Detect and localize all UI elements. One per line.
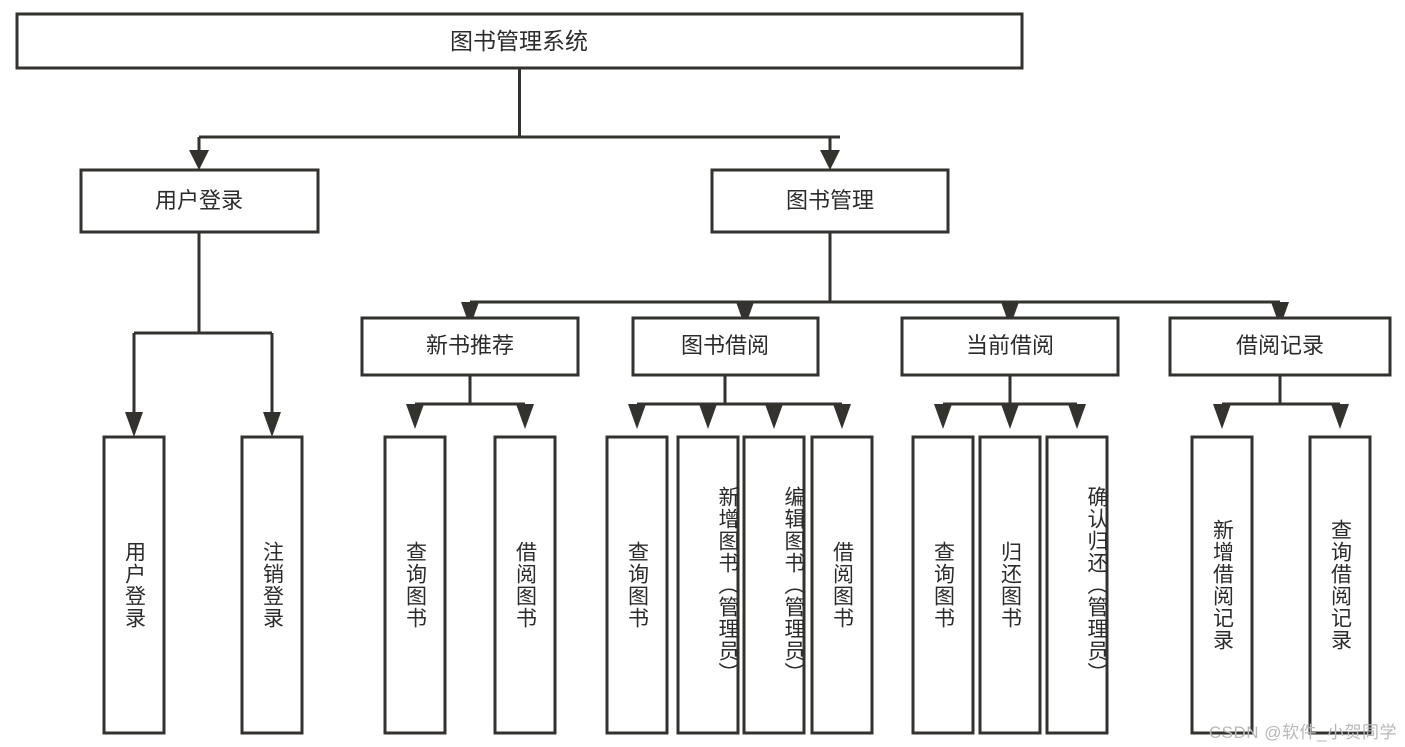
arrow-to-new-book-recommend [461, 302, 479, 327]
node-book-management-label: 图书管理 [786, 188, 874, 213]
node-root-box[interactable] [15, 12, 1024, 70]
node-leaf-borrow-book-2-box[interactable] [810, 435, 874, 735]
node-current-borrow-box[interactable] [900, 316, 1120, 377]
arrow-to-leaf-return-book [1001, 404, 1019, 429]
node-leaf-edit-book-box[interactable] [742, 435, 806, 735]
node-user-login-label: 用户登录 [155, 188, 243, 213]
arrow-to-leaf-logout-login [263, 412, 281, 437]
arrow-to-leaf-add-record [1213, 404, 1231, 429]
node-user-login-box[interactable] [79, 168, 320, 234]
node-new-book-recommend-label: 新书推荐 [426, 333, 514, 358]
csdn-watermark: CSDN @软件_小贺同学 [1208, 723, 1397, 742]
node-current-borrow-label: 当前借阅 [966, 333, 1054, 358]
node-root[interactable]: 图书管理系统 [15, 12, 1024, 70]
arrow-to-leaf-query-record [1331, 404, 1349, 429]
node-current-borrow[interactable]: 当前借阅 [900, 316, 1120, 377]
node-book-borrow-box[interactable] [631, 316, 820, 377]
arrow-to-leaf-confirm-return [1068, 404, 1086, 429]
node-leaf-query-book-1-box[interactable] [383, 435, 447, 735]
node-leaf-add-record-box[interactable] [1190, 435, 1254, 735]
arrow-to-leaf-borrow-book-2 [833, 404, 851, 429]
node-borrow-record[interactable]: 借阅记录 [1168, 316, 1392, 377]
node-leaf-confirm-return-box[interactable] [1045, 435, 1109, 735]
arrow-to-leaf-user-login [125, 412, 143, 437]
arrow-to-borrow-record [1271, 302, 1289, 327]
node-borrow-record-box[interactable] [1168, 316, 1392, 377]
arrow-to-leaf-borrow-book-1 [516, 404, 534, 429]
node-new-book-recommend-box[interactable] [360, 316, 580, 377]
connector-layer [125, 68, 1349, 437]
node-borrow-record-label: 借阅记录 [1236, 333, 1324, 358]
arrow-to-current-borrow [1001, 302, 1019, 327]
arrow-to-leaf-edit-book [765, 404, 783, 429]
node-book-borrow-label: 图书借阅 [681, 333, 769, 358]
node-user-login[interactable]: 用户登录 [79, 168, 320, 234]
arrow-to-leaf-query-book-1 [406, 404, 424, 429]
node-book-management[interactable]: 图书管理 [710, 168, 950, 234]
node-leaf-add-book-box[interactable] [676, 435, 740, 735]
node-leaf-user-login-box[interactable] [102, 435, 166, 735]
arrow-to-book-borrow [736, 302, 754, 327]
node-leaf-query-book-2-box[interactable] [605, 435, 669, 735]
node-leaf-return-book-box[interactable] [978, 435, 1042, 735]
arrow-to-leaf-query-book-2 [628, 404, 646, 429]
node-book-borrow[interactable]: 图书借阅 [631, 316, 820, 377]
node-leaf-borrow-book-1-box[interactable] [493, 435, 557, 735]
arrow-root-to-userlogin [189, 150, 209, 170]
arrow-root-to-bookmgmt [820, 150, 840, 170]
node-leaf-query-record-box[interactable] [1308, 435, 1372, 735]
node-root-label: 图书管理系统 [450, 28, 588, 54]
node-leaf-logout-login-box[interactable] [240, 435, 304, 735]
arrow-to-leaf-add-book [699, 404, 717, 429]
node-book-management-box[interactable] [710, 168, 950, 234]
node-new-book-recommend[interactable]: 新书推荐 [360, 316, 580, 377]
arrow-to-leaf-query-book-3 [934, 404, 952, 429]
node-leaf-query-book-3-box[interactable] [911, 435, 975, 735]
